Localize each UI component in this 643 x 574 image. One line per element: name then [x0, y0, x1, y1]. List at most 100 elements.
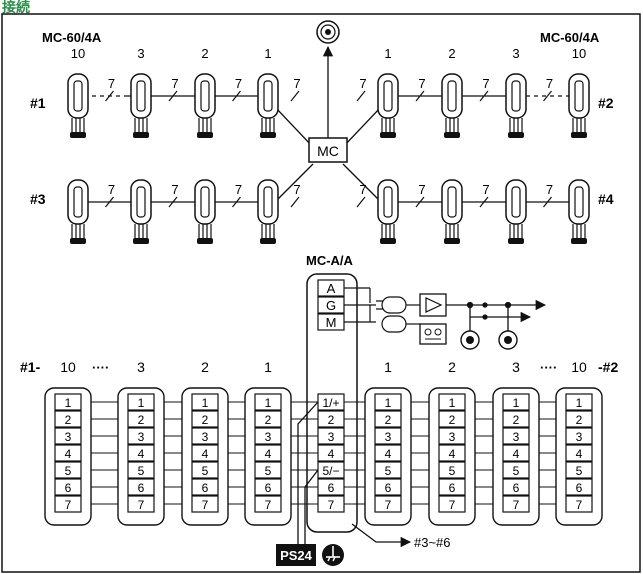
wire-count-label: 7: [293, 182, 300, 197]
handset-icon: [377, 73, 399, 139]
wire-count-label: 7: [482, 76, 489, 91]
handset-icon: [257, 73, 279, 139]
terminal-number: 7: [513, 498, 520, 512]
station-number: 2: [201, 359, 209, 375]
adapter-terminals: 1/+ 2 3 4 5/− 6 7: [317, 393, 345, 513]
terminal-label: 1/+: [322, 396, 339, 410]
terminal-cell: [565, 444, 593, 462]
wire-slash: [105, 196, 114, 208]
terminal-cell: [565, 410, 593, 428]
adapter-ports: A G M: [317, 279, 345, 331]
terminal-cell: [438, 478, 466, 496]
station-number: 3: [512, 46, 519, 61]
hub-wiring: [274, 45, 382, 203]
terminal-cell: [565, 461, 593, 479]
terminal-cell: [54, 461, 82, 479]
adapter-title: MC-A/A: [306, 253, 354, 268]
station-number: 1: [384, 46, 391, 61]
terminal-cell: [127, 461, 155, 479]
terminal-number: 2: [576, 413, 583, 427]
terminal-cell: [438, 495, 466, 513]
terminal-cell: [438, 461, 466, 479]
wire-slash: [290, 196, 300, 208]
terminal-number: 4: [138, 447, 145, 461]
terminal-cell: [438, 427, 466, 445]
wire-count-label: 7: [482, 182, 489, 197]
terminal-number: 7: [202, 498, 209, 512]
terminal-cell: [374, 427, 402, 445]
station-number: 1: [264, 46, 271, 61]
terminal-number: 4: [65, 447, 72, 461]
terminal-number: 4: [576, 447, 583, 461]
terminal-cell: [254, 410, 282, 428]
terminal-number: 2: [513, 413, 520, 427]
station-number: 10: [71, 46, 85, 61]
terminal-cell: [438, 444, 466, 462]
terminal-cell: [191, 478, 219, 496]
terminal-number: 3: [513, 430, 520, 444]
station-number: 3: [137, 46, 144, 61]
power-leads: [297, 401, 319, 544]
terminal-cell: [374, 495, 402, 513]
terminal-number: 7: [265, 498, 272, 512]
terminal-number: 7: [385, 498, 392, 512]
terminal-number: 5: [385, 464, 392, 478]
handset-icon: [257, 179, 279, 245]
station-number: 2: [448, 359, 456, 375]
wire-slash: [543, 90, 552, 102]
group-label-4: #4: [598, 191, 614, 207]
speaker-icon: [316, 20, 340, 44]
handset-icon: [194, 179, 216, 245]
wire-count-label: 7: [359, 182, 366, 197]
terminal-cell: [54, 495, 82, 513]
tape-recorder-icon: [419, 323, 447, 345]
wire-slash: [168, 90, 178, 102]
wire-slash: [290, 90, 300, 102]
terminal-cell: [565, 495, 593, 513]
terminal-number: 2: [65, 413, 72, 427]
group-label-3: #3: [30, 191, 46, 207]
wire-count-label: 7: [171, 182, 178, 197]
terminal-label: 6: [328, 481, 335, 495]
terminal-cell: [254, 478, 282, 496]
terminal-number: 3: [138, 430, 145, 444]
terminal-number: 5: [202, 464, 209, 478]
wire-slash: [356, 90, 366, 102]
station-number: 10: [572, 46, 586, 61]
mc-hub-label: MC: [317, 143, 339, 159]
diagram-border: [1, 13, 641, 573]
terminal-cell: [191, 410, 219, 428]
terminal-cell: [502, 393, 530, 411]
ellipsis: ····: [92, 360, 109, 375]
terminal-number: 1: [385, 396, 392, 410]
amplifier-icon: [419, 293, 447, 317]
terminal-cell: [254, 393, 282, 411]
terminal-cell: [54, 444, 82, 462]
terminal-number: 1: [576, 396, 583, 410]
terminal-number: 4: [202, 447, 209, 461]
bottom-right-suffix: -#2: [598, 359, 618, 375]
ground-icon: [322, 544, 344, 566]
speaker-line: [446, 299, 547, 334]
terminal-label: 4: [328, 447, 335, 461]
wire-count-label: 7: [359, 76, 366, 91]
wire-slash: [479, 90, 489, 102]
terminal-number: 4: [449, 447, 456, 461]
terminal-cell: [127, 444, 155, 462]
port-label: A: [327, 281, 336, 296]
terminal-cell: [374, 410, 402, 428]
wire-slash: [232, 196, 241, 208]
handset-icon: [67, 179, 89, 245]
station-number: 3: [137, 359, 145, 375]
handset-icon: [441, 179, 463, 245]
terminal-number: 6: [576, 481, 583, 495]
speaker-icon: [460, 330, 480, 350]
station-number: 10: [571, 359, 587, 375]
